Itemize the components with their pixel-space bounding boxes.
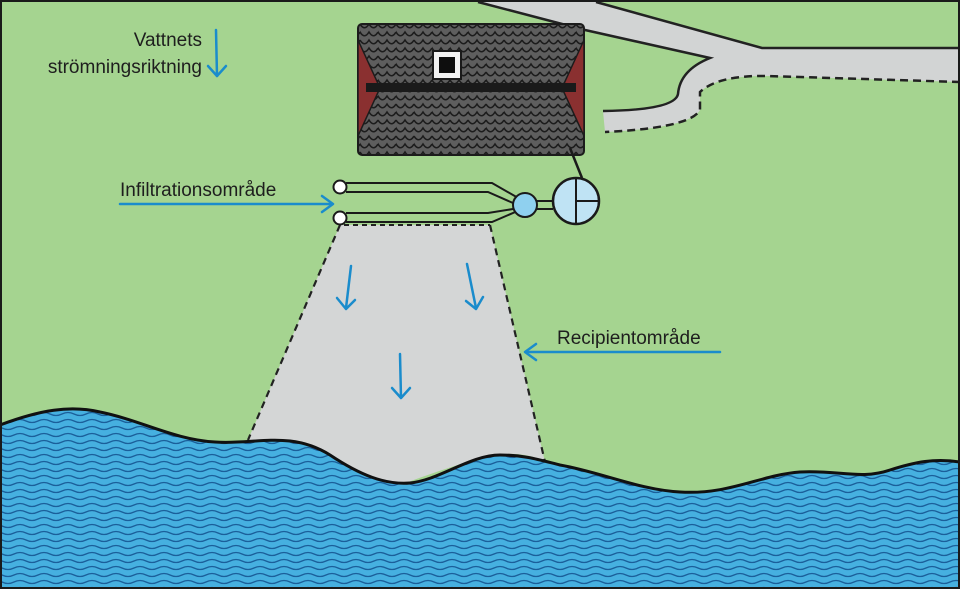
- wave-line: [0, 509, 960, 515]
- wave-line: [0, 572, 960, 578]
- wave-line: [0, 565, 960, 571]
- wave-line: [0, 579, 960, 585]
- wave-line: [0, 495, 960, 501]
- arrow-down-icon: [464, 262, 485, 311]
- wave-line: [0, 530, 960, 536]
- septic-tank-icon: [551, 176, 601, 226]
- wave-line: [0, 523, 960, 529]
- wave-line: [0, 551, 960, 557]
- flow-direction-label-line2: strömningsriktning: [48, 57, 202, 78]
- house-outlet-pipe: [568, 147, 584, 179]
- arrow-down-icon: [206, 28, 228, 78]
- arrow-right-icon: [118, 194, 335, 214]
- recipient-area-label: Recipientområde: [557, 328, 701, 349]
- infiltration-area-label: Infiltrationsområde: [120, 180, 276, 201]
- wave-line: [0, 537, 960, 543]
- wave-line: [0, 558, 960, 564]
- flow-direction-label-line1: Vattnets: [134, 30, 202, 51]
- road: [477, 0, 960, 134]
- wave-line: [0, 502, 960, 508]
- infiltration-pipes: [346, 182, 553, 223]
- recipient-zone-left-border: [246, 224, 342, 441]
- recipient-zone-right-border: [488, 224, 547, 463]
- wave-line: [0, 488, 960, 494]
- distribution-well-icon: [512, 192, 538, 218]
- wave-line: [0, 474, 960, 480]
- house-roof-icon: [357, 23, 585, 156]
- arrow-down-icon: [335, 264, 357, 311]
- wave-line: [0, 544, 960, 550]
- wave-line: [0, 481, 960, 487]
- arrow-left-icon: [523, 342, 722, 362]
- pipe-end-lower: [332, 210, 348, 226]
- pipe-end-upper: [332, 179, 348, 195]
- chimney-icon: [432, 50, 462, 80]
- recipient-zone: [248, 225, 545, 485]
- arrow-down-icon: [390, 352, 412, 400]
- wave-line: [0, 516, 960, 522]
